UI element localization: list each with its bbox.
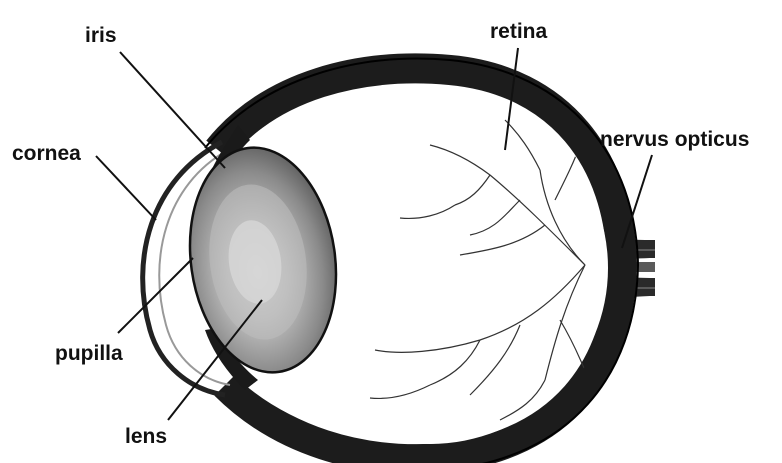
label-cornea: cornea [12,142,81,165]
leader-iris [120,52,225,168]
label-nervus-opticus: nervus opticus [600,128,749,151]
leader-cornea [96,156,156,220]
label-retina: retina [490,20,548,43]
leader-pupilla [118,258,193,333]
label-iris: iris [85,24,117,47]
label-pupilla: pupilla [55,342,123,365]
label-lens: lens [125,425,167,448]
